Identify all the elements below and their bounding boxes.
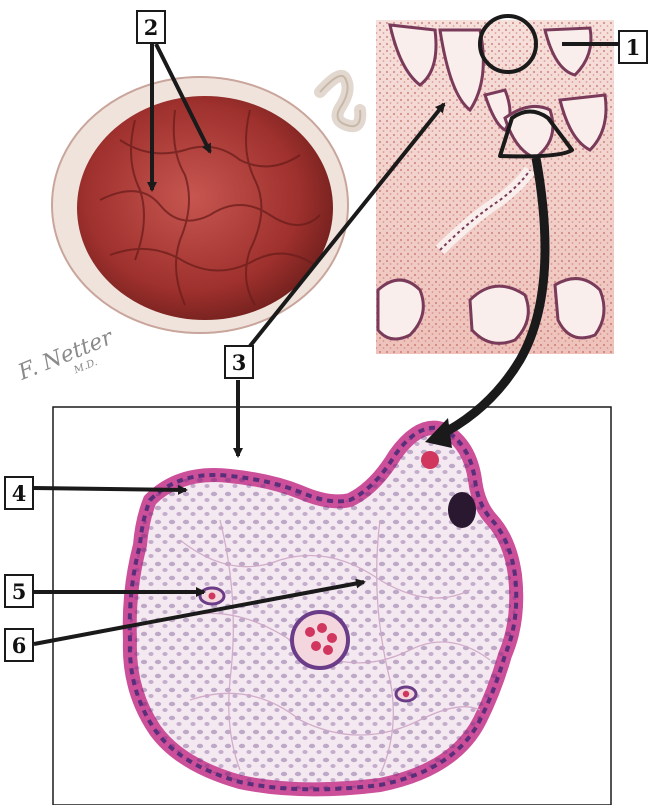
label-4: 4 <box>4 476 34 510</box>
arrow-4 <box>34 488 186 490</box>
label-3: 3 <box>224 345 254 379</box>
netter-signature: F. Netter M.D. <box>14 325 122 397</box>
label-2: 2 <box>136 10 166 44</box>
histology-panel <box>376 16 614 354</box>
signature-name: F. Netter <box>14 325 118 386</box>
label-1: 1 <box>618 30 648 64</box>
placenta-illustration <box>52 76 360 333</box>
label-5: 5 <box>4 574 34 608</box>
label-6: 6 <box>4 628 34 662</box>
